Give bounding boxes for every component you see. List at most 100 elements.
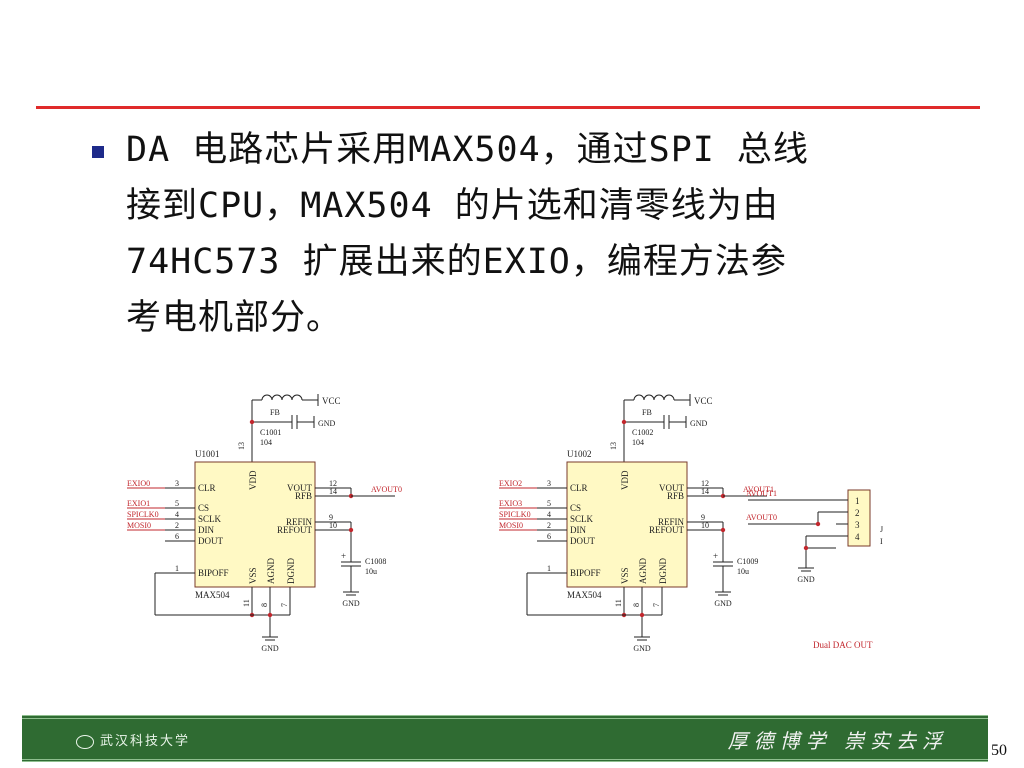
- connector-net-label: AVOUT0: [746, 513, 777, 522]
- pin-name-label: REFIN: [658, 517, 685, 527]
- fb-label: FB: [270, 408, 280, 417]
- inductor-coil-icon: [663, 394, 675, 401]
- pin-number-label: 8: [260, 603, 269, 607]
- pin-number-label: 11: [614, 599, 623, 607]
- junction-dot: [815, 521, 821, 527]
- university-motto: 厚德博学 崇实去浮: [727, 729, 948, 753]
- junction-dot: [639, 612, 645, 618]
- gnd-label: GND: [690, 419, 708, 428]
- pin-number-label: 2: [547, 521, 551, 530]
- gnd-label: GND: [261, 644, 279, 653]
- pin-name-label: VSS: [248, 567, 258, 584]
- pin-number-label: 6: [175, 532, 179, 541]
- inductor-coil-icon: [281, 394, 293, 401]
- net-label: SPICLK0: [499, 510, 531, 519]
- junction-dot: [621, 419, 627, 425]
- net-label: MOSI0: [499, 521, 523, 530]
- connector-pin-number: 2: [855, 508, 860, 518]
- pin-name-vdd: VDD: [620, 470, 630, 490]
- vcc-label: VCC: [322, 396, 341, 406]
- pin-number-label: 10: [329, 521, 337, 530]
- pin-number-label: 11: [242, 599, 251, 607]
- pin-name-label: CS: [198, 503, 209, 513]
- pin-number-label: 1: [547, 564, 551, 573]
- pin-name-label: SCLK: [198, 514, 222, 524]
- out-cap-ref-label: C1008: [365, 557, 386, 566]
- net-label: EXIO1: [127, 499, 150, 508]
- university-name: 武汉科技大学: [100, 734, 191, 749]
- gnd-label: GND: [633, 644, 651, 653]
- pin-number-label: 14: [329, 487, 337, 496]
- pin-name-label: DIN: [198, 525, 214, 535]
- inductor-coil-icon: [643, 394, 655, 401]
- gnd-label: GND: [714, 599, 732, 608]
- body-line-1: DA 电路芯片采用MAX504，通过SPI 总线: [126, 130, 809, 170]
- cap-polarity-label: +: [341, 551, 346, 561]
- body-line-4: 考电机部分。: [126, 298, 343, 338]
- net-label: EXIO0: [127, 479, 150, 488]
- pin-number-label: 5: [547, 499, 551, 508]
- pin-number-label: 14: [701, 487, 709, 496]
- pin-number-label: 13: [609, 442, 618, 450]
- decap-value-label: 104: [632, 438, 644, 447]
- slide-body-text: DA 电路芯片采用MAX504，通过SPI 总线 接到CPU，MAX504 的片…: [126, 122, 946, 346]
- pin-name-label: DGND: [658, 558, 668, 584]
- pin-name-label: VSS: [620, 567, 630, 584]
- pin-name-label: CS: [570, 503, 581, 513]
- junction-dot: [803, 545, 809, 551]
- pin-name-label: DIN: [570, 525, 586, 535]
- pin-name-label: AGND: [266, 558, 276, 584]
- max504-chip-body: [566, 461, 688, 588]
- pin-number-label: 3: [547, 479, 551, 488]
- pin-number-label: 6: [547, 532, 551, 541]
- fb-label: FB: [642, 408, 652, 417]
- body-line-2: 接到CPU，MAX504 的片选和清零线为由: [126, 186, 779, 226]
- net-label: EXIO3: [499, 499, 522, 508]
- pin-number-label: 4: [175, 510, 179, 519]
- pin-name-label: AGND: [638, 558, 648, 584]
- connector-caption: Dual DAC OUT: [813, 640, 873, 650]
- connector-pin-number: 4: [855, 532, 860, 542]
- inductor-coil-icon: [633, 394, 645, 401]
- pin-number-label: 12: [701, 479, 709, 488]
- university-seal-icon: [76, 734, 94, 749]
- out-cap-ref-label: C1009: [737, 557, 758, 566]
- out-cap-value-label: 10u: [365, 567, 377, 576]
- pin-number-label: 13: [237, 442, 246, 450]
- vcc-label: VCC: [694, 396, 713, 406]
- body-line-3: 74HC573 扩展出来的EXIO，编程方法参: [126, 242, 787, 282]
- junction-dot: [720, 527, 726, 533]
- pin-number-label: 1: [175, 564, 179, 573]
- pin-name-label: REFIN: [286, 517, 313, 527]
- connector-ref-label: I: [880, 537, 883, 546]
- decap-value-label: 104: [260, 438, 272, 447]
- pin-number-label: 3: [175, 479, 179, 488]
- inductor-coil-icon: [291, 394, 303, 401]
- net-label: EXIO2: [499, 479, 522, 488]
- pin-name-label: RFB: [667, 491, 684, 501]
- gnd-label: GND: [342, 599, 360, 608]
- junction-dot: [348, 527, 354, 533]
- out-cap-value-label: 10u: [737, 567, 749, 576]
- university-logo: 武汉科技大学: [76, 730, 190, 749]
- inductor-coil-icon: [271, 394, 283, 401]
- pin-number-label: 10: [701, 521, 709, 530]
- pin-name-label: BIPOFF: [570, 568, 601, 578]
- junction-dot: [249, 419, 255, 425]
- pin-number-label: 12: [329, 479, 337, 488]
- connector-pin-number: 1: [855, 496, 860, 506]
- title-divider-line: [36, 106, 980, 109]
- chip-ref-label: U1001: [195, 449, 220, 459]
- pin-name-label: REFOUT: [277, 525, 313, 535]
- pin-number-label: 4: [547, 510, 551, 519]
- pin-number-label: 5: [175, 499, 179, 508]
- connector-net-label: AVOUT1: [746, 489, 777, 498]
- net-label: MOSI0: [127, 521, 151, 530]
- pin-number-label: 7: [280, 603, 289, 607]
- max504-chip-body: [194, 461, 316, 588]
- chip-ref-label: U1002: [567, 449, 592, 459]
- pin-name-label: CLR: [198, 483, 216, 493]
- pin-name-label: REFOUT: [649, 525, 685, 535]
- pin-number-label: 8: [632, 603, 641, 607]
